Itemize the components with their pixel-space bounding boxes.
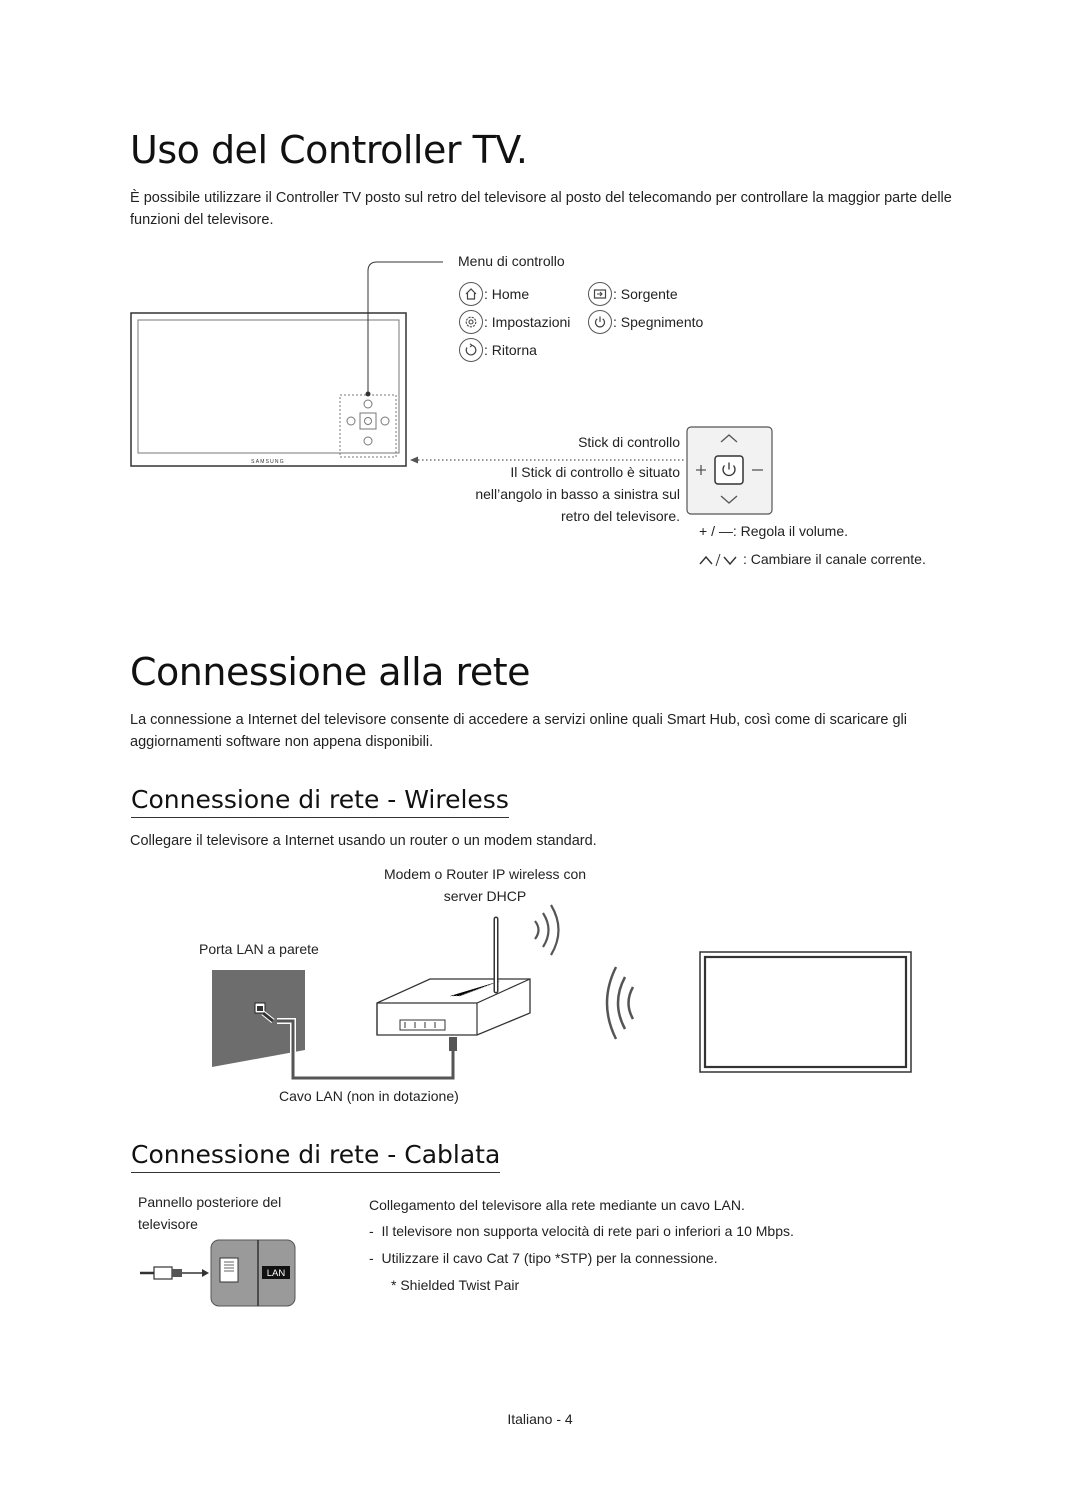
stick-pointer-arrow [410,456,686,464]
stick-desc-line3: retro del televisore. [560,508,680,524]
section-title-controller: Uso del Controller TV. [130,128,528,172]
controller-intro: È possibile utilizzare il Controller TV … [130,190,952,228]
wired-bullet-2: - Utilizzare il cavo Cat 7 (tipo *STP) p… [369,1250,718,1266]
channel-chevrons-icon [699,553,737,567]
wired-bullet-1: - Il televisore non supporta velocità di… [369,1223,794,1239]
wired-title: Connessione di rete - Cablata [131,1140,501,1173]
plus-icon [696,465,706,475]
wireless-network-diagram [212,904,912,1081]
chevron-up-icon [720,434,738,443]
wired-footnote: * Shielded Twist Pair [391,1277,520,1293]
chevron-down-icon [720,495,738,504]
panel-label-line2: televisore [138,1216,198,1232]
section-title-network: Connessione alla rete [130,650,531,694]
source-label: : Sorgente [613,286,678,302]
gear-icon [459,310,483,334]
ethernet-port-icon [219,1257,239,1283]
stick-desc-line1: Il Stick di controllo è situato [510,464,680,480]
home-icon [459,282,483,306]
cable-label: Cavo LAN (non in dotazione) [279,1088,459,1104]
wall-panel [212,970,305,1067]
channel-legend: : Cambiare il canale corrente. [743,551,926,567]
stick-desc-line2: nell’angolo in basso a sinistra sul [475,486,680,502]
wired-desc: Collegamento del televisore alla rete me… [369,1197,745,1213]
home-label: : Home [484,286,530,302]
power-off-label: : Spegnimento [613,314,704,330]
power-icon [588,310,612,334]
wall-port-label: Porta LAN a parete [199,941,319,957]
network-intro: La connessione a Internet del televisore… [130,712,907,750]
settings-label: : Impostazioni [484,314,571,330]
volume-legend: + / —: Regola il volume. [699,523,849,539]
lan-cable [277,1019,455,1080]
router-label-line1: Modem o Router IP wireless con [383,866,587,882]
stick-heading: Stick di controllo [578,434,680,450]
wireless-title: Connessione di rete - Wireless [131,785,509,818]
tv-brand-logo: SAMSUNG [251,459,285,465]
return-label: : Ritorna [484,342,537,358]
return-icon [459,338,483,362]
control-stick-diagram [686,426,773,515]
menu-heading: Menu di controllo [458,253,565,269]
tv-back-panel [210,1239,296,1307]
wireless-desc: Collegare il televisore a Internet usand… [130,833,597,849]
lan-port-label: LAN [267,1268,286,1279]
tv-back-diagram: SAMSUNG [130,261,443,467]
router-label-line2: server DHCP [443,888,527,904]
source-icon [588,282,612,306]
page-number: Italiano - 4 [507,1411,573,1427]
panel-label-line1: Pannello posteriore del [138,1194,282,1210]
lan-port-diagram: LAN [140,1239,296,1307]
